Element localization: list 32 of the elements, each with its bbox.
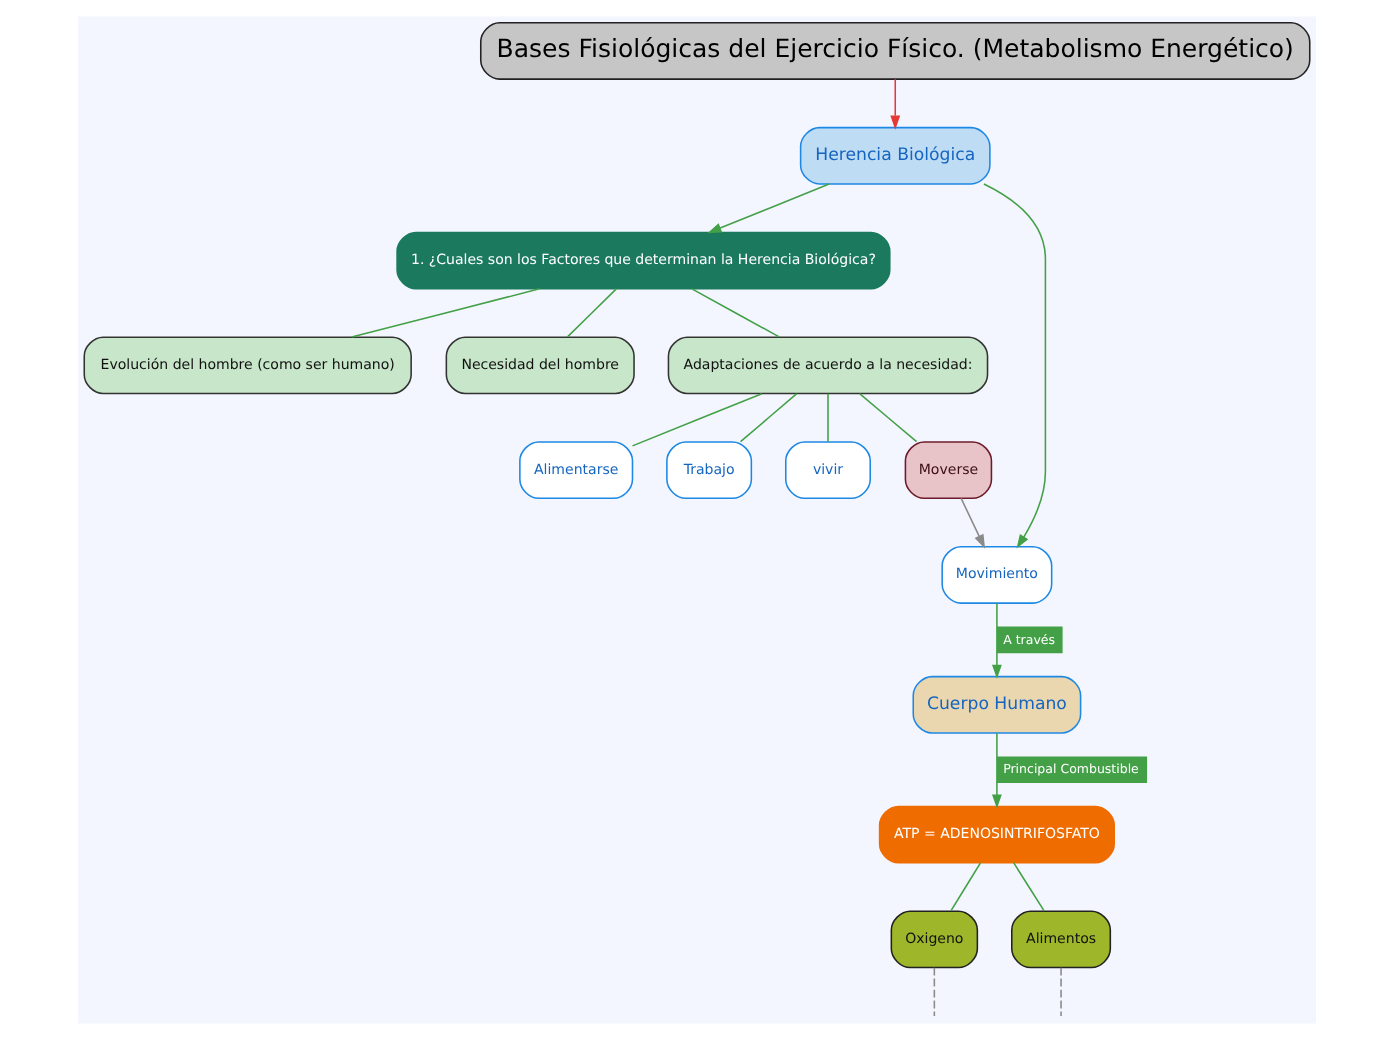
connector [738, 392, 797, 443]
connector [932, 966, 935, 1017]
node-box: Alimentos [1010, 910, 1111, 969]
connector [949, 862, 981, 912]
node-box: ATP = ADENOSINTRIFOSFATO [877, 805, 1114, 864]
node-box: Cuerpo Humano [911, 675, 1081, 734]
connector [349, 288, 540, 338]
connector [1012, 862, 1044, 912]
arrow [889, 78, 900, 130]
node-box: Trabajo [665, 441, 752, 500]
connector [690, 288, 779, 338]
node-box: Necesidad del hombre [444, 336, 634, 395]
connector [630, 392, 762, 447]
arrow [991, 732, 1001, 809]
node-box: Movimiento [940, 546, 1052, 604]
connector [826, 392, 828, 443]
arrow [991, 602, 1001, 679]
node-box: Bases Fisiológicas del Ejercicio Físico. (Metabolismo Energético) [479, 22, 1310, 80]
arrow [959, 497, 985, 549]
connector [1059, 966, 1061, 1017]
node-box: Evolución del hombre (como ser humano) [82, 336, 411, 395]
connector [857, 392, 917, 443]
arrow [706, 183, 829, 234]
node-box: 1. ¿Cuales son los Factores que determinan la Herencia Biológica? [395, 231, 890, 290]
node-box: Alimentarse [518, 441, 633, 500]
arrow [982, 183, 1046, 549]
connector [565, 288, 617, 338]
node-box: Moverse [903, 441, 992, 500]
node-box: vivir [784, 441, 870, 500]
node-box: Herencia Biológica [798, 126, 990, 185]
node-box: Oxigeno [889, 910, 978, 969]
node-box: Adaptaciones de acuerdo a la necesidad: [666, 336, 988, 395]
